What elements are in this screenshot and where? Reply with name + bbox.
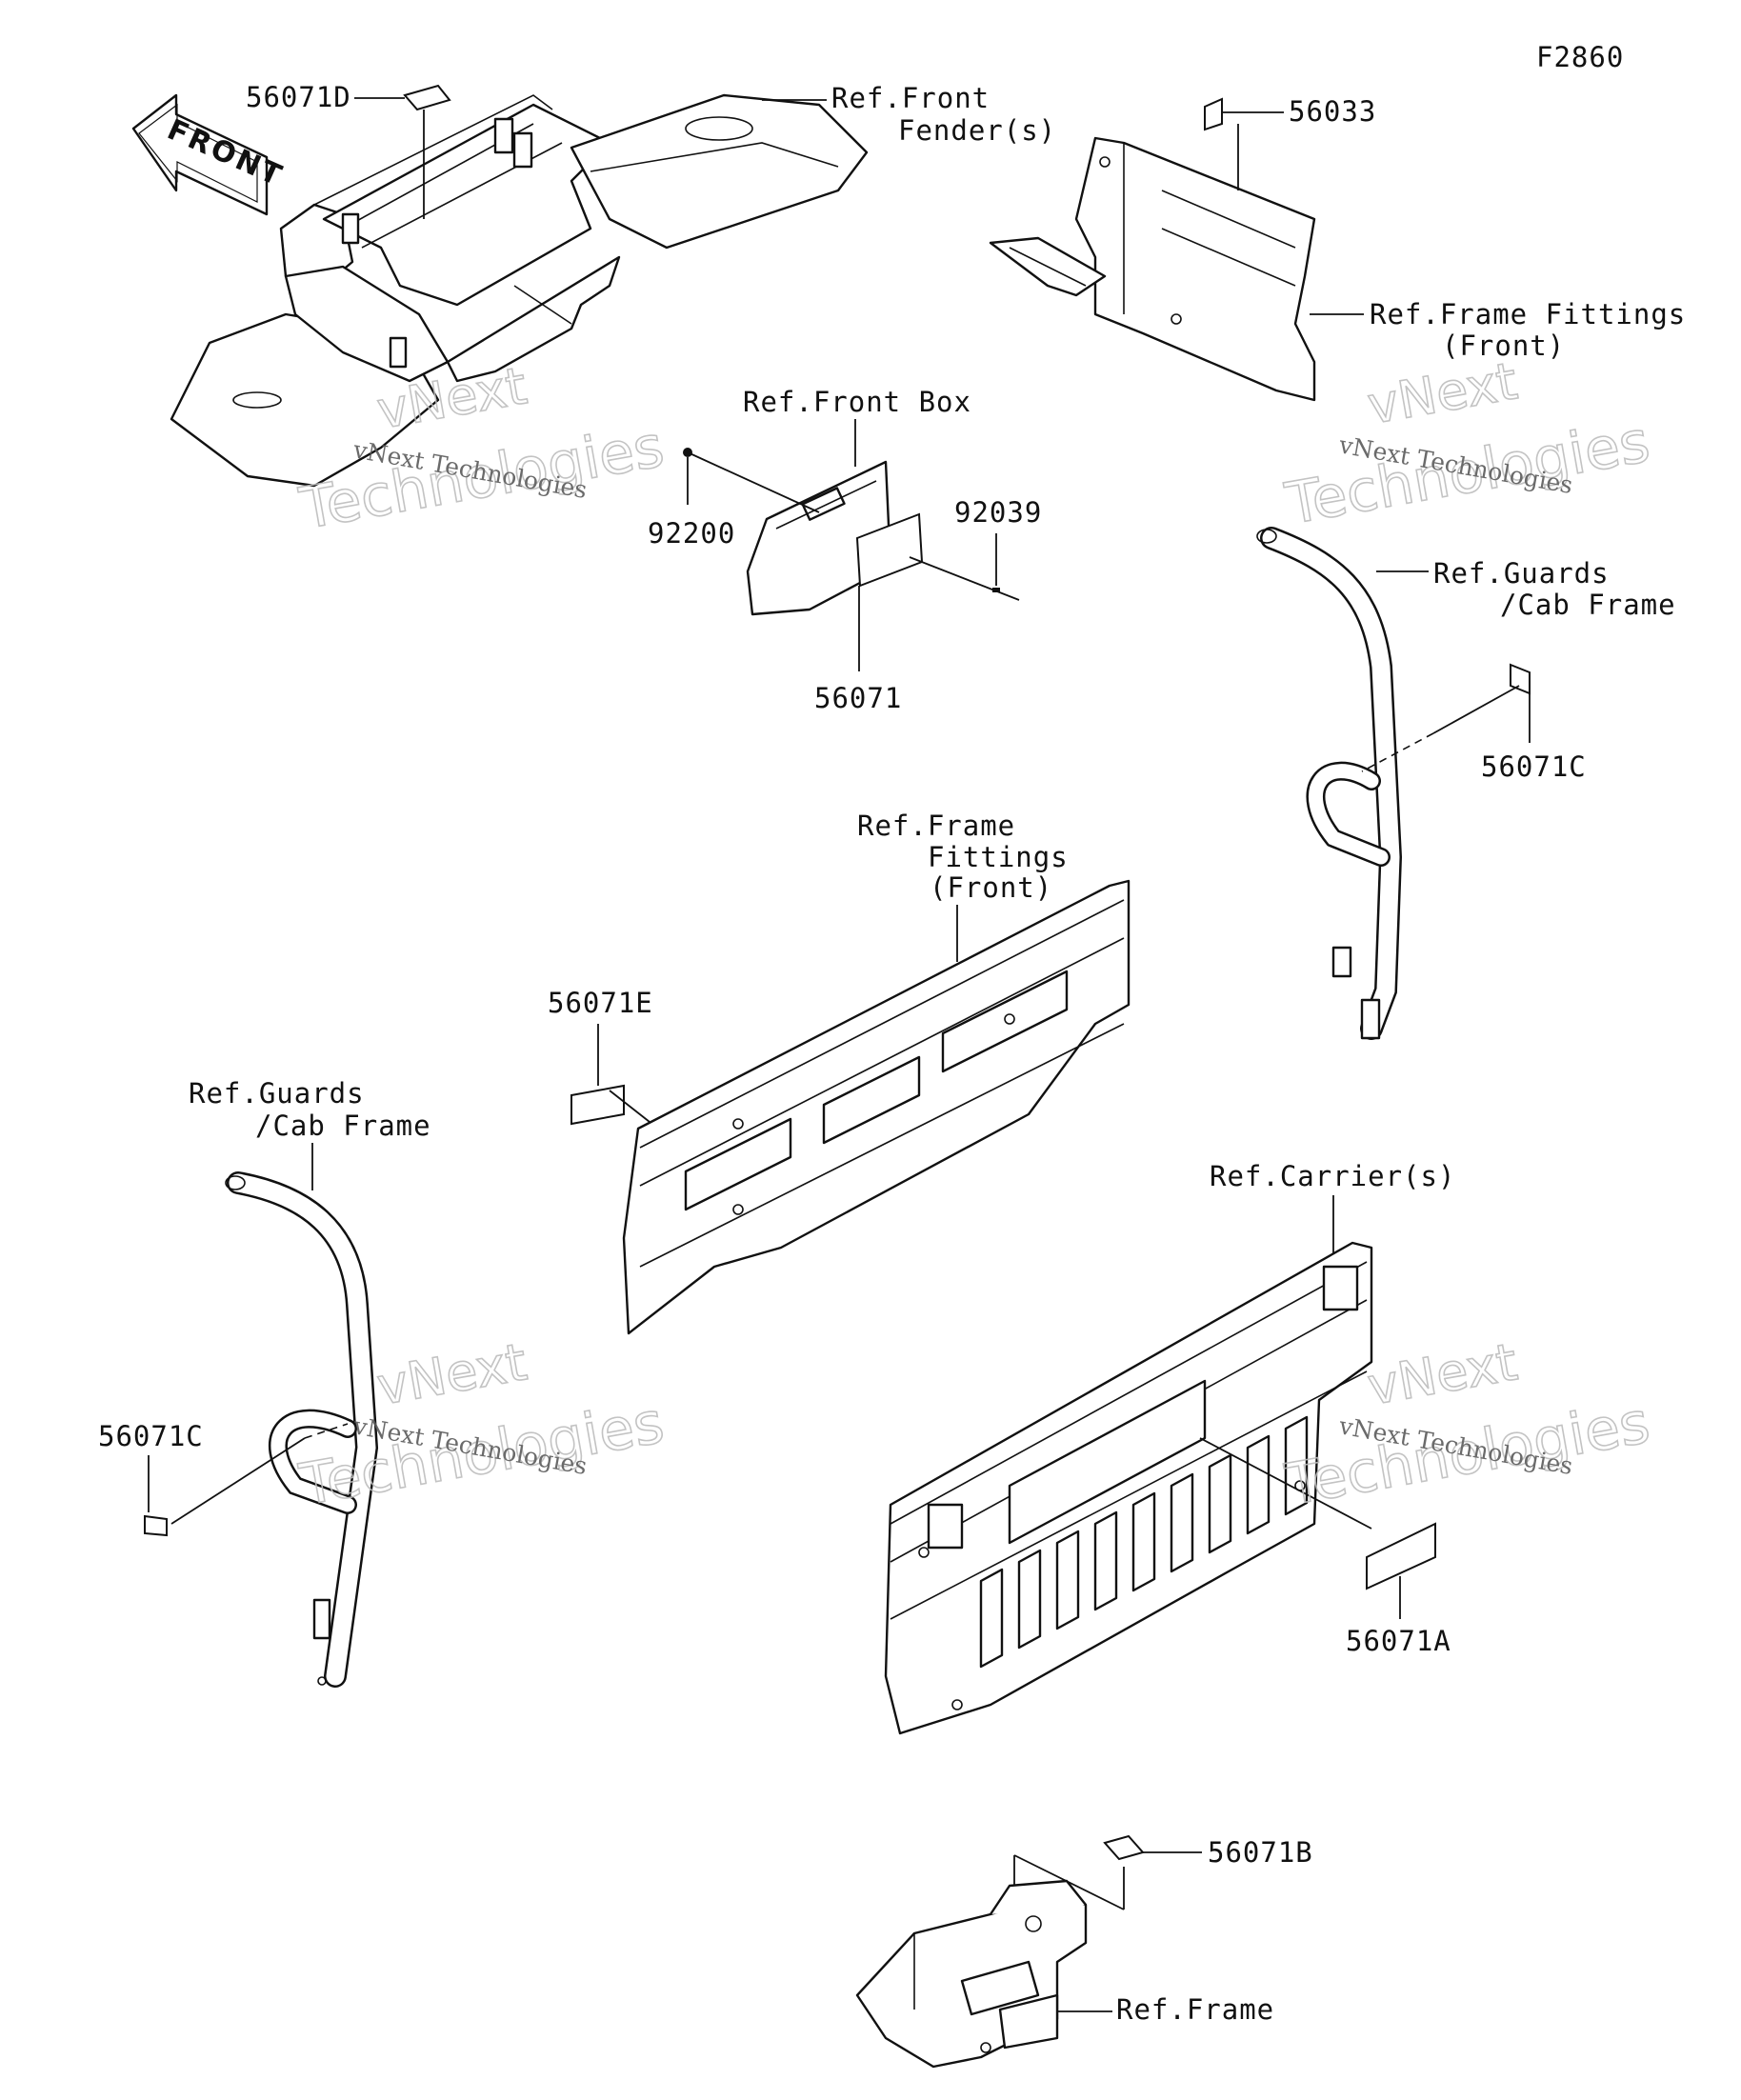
svg-text:vNext: vNext (372, 1331, 530, 1416)
decal-56071C-left (144, 1514, 168, 1537)
guard-tube-right (1256, 527, 1403, 1040)
diagram-id: F2860 (1536, 41, 1624, 73)
leader-56071A-panel (1199, 1437, 1372, 1530)
leader-92200 (687, 451, 820, 513)
label-ref-frame-fittings-mid-3: (Front) (930, 871, 1052, 904)
decal-56071B (1103, 1834, 1145, 1861)
label-ref-front-fender-2: Fender(s) (898, 114, 1056, 147)
label-56071A: 56071A (1346, 1625, 1451, 1657)
label-ref-frame-fittings-mid-1: Ref.Frame (857, 810, 1015, 842)
label-ref-front-fender-1: Ref.Front (831, 82, 990, 114)
label-56033: 56033 (1289, 95, 1376, 128)
decal-56071D (354, 84, 451, 219)
label-ref-frame-fittings-mid-2: Fittings (928, 841, 1069, 873)
label-ref-guards-right-1: Ref.Guards (1433, 557, 1610, 590)
watermark-top-right: vNext Technologies vNext Technologies (1280, 350, 1655, 539)
svg-text:vNext: vNext (1363, 350, 1521, 435)
front-fender-assembly (170, 93, 869, 488)
leader-56071C-left-tube (170, 1437, 306, 1525)
front-box-panel (746, 460, 892, 616)
label-ref-guards-left-1: Ref.Guards (189, 1077, 365, 1110)
label-ref-frame-fittings-top-1: Ref.Frame Fittings (1370, 298, 1686, 330)
frame-fittings-panel (622, 879, 1131, 1335)
label-ref-guards-left-2: /Cab Frame (255, 1110, 431, 1142)
label-56071C-left: 56071C (98, 1420, 204, 1452)
label-56071: 56071 (814, 682, 902, 714)
label-ref-front-box: Ref.Front Box (743, 386, 971, 418)
frame-section (855, 1879, 1088, 2069)
label-ref-guards-right-2: /Cab Frame (1500, 589, 1676, 621)
leader-92039 (909, 556, 1020, 601)
hidden-line-56071C-left (304, 1423, 349, 1439)
label-92039: 92039 (954, 496, 1042, 529)
label-ref-frame: Ref.Frame (1116, 1993, 1274, 2026)
label-ref-carriers: Ref.Carrier(s) (1210, 1160, 1455, 1192)
clip-92039-icon (992, 588, 1000, 592)
label-56071C-right: 56071C (1481, 750, 1587, 783)
svg-text:vNext: vNext (1363, 1331, 1521, 1416)
label-56071E: 56071E (548, 987, 653, 1019)
label-56071B: 56071B (1208, 1836, 1313, 1869)
carrier-panel (884, 1241, 1373, 1735)
hidden-line-56071C-right (1361, 732, 1434, 772)
frame-fittings-top (989, 136, 1316, 402)
decal-56033 (1204, 97, 1284, 190)
leader-56071C-right (1432, 685, 1520, 734)
decal-56071E (570, 1084, 625, 1126)
label-ref-frame-fittings-top-2: (Front) (1442, 330, 1565, 362)
guard-tube-left (225, 1171, 379, 1688)
label-56071D: 56071D (246, 81, 351, 113)
label-92200: 92200 (648, 517, 735, 550)
leader-56071E-panel (609, 1090, 650, 1123)
carrier-slats (979, 1415, 1309, 1669)
decal-56071A (1366, 1522, 1436, 1590)
